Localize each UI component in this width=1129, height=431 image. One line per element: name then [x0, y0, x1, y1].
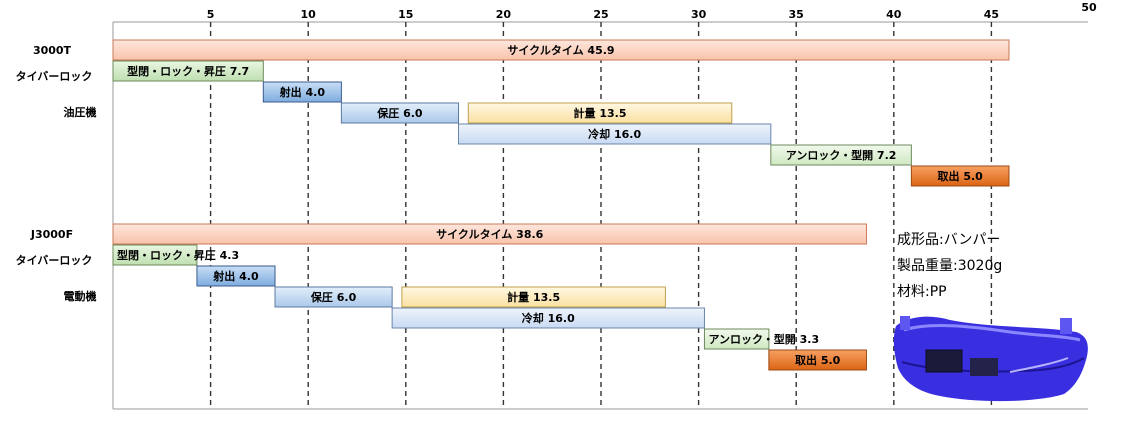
gantt-bar — [703, 328, 770, 350]
gantt-bar — [112, 244, 198, 266]
bar-label: サイクルタイム 38.6 — [436, 228, 544, 241]
bar-label: 型閉・ロック・昇圧 7.7 — [127, 64, 249, 78]
gantt-bar — [340, 102, 460, 124]
gantt-bar — [112, 39, 1010, 61]
product-weight: 製品重量:3020g — [897, 258, 1003, 274]
grid-layer: 5 10 15 20 25 30 35 40 45 50 — [112, 1, 1097, 410]
material: 材料:PP — [897, 284, 947, 300]
gantt-bar — [262, 81, 342, 103]
x-tick-label: 15 — [398, 8, 413, 21]
gantt-bar — [401, 286, 666, 308]
bar-label: 計量 13.5 — [574, 106, 627, 120]
gantt-bar — [112, 60, 264, 82]
machine-label: タイバーロック — [16, 70, 93, 83]
gantt-bar — [458, 123, 772, 145]
bar-label: 保圧 6.0 — [310, 290, 357, 304]
bar-label: 冷却 16.0 — [522, 311, 575, 325]
machine-label: 電動機 — [64, 289, 97, 303]
gantt-bar — [196, 265, 276, 287]
bar-label: 射出 4.0 — [212, 269, 259, 283]
gantt-bar — [274, 286, 393, 308]
bar-label: サイクルタイム 45.9 — [507, 44, 614, 57]
bar-label: 冷却 16.0 — [588, 127, 641, 141]
gantt-bar — [112, 223, 867, 245]
x-tick-label: 40 — [886, 8, 902, 21]
gantt-bar — [768, 349, 867, 371]
x-tick-label: 50 — [1081, 1, 1097, 14]
bar-label: 保圧 6.0 — [376, 106, 423, 120]
machine-label: 3000T — [33, 44, 72, 57]
x-tick-label: 10 — [301, 8, 317, 21]
x-tick-label: 30 — [691, 8, 707, 21]
gantt-bar — [391, 307, 705, 329]
x-tick-label: 25 — [593, 8, 608, 21]
x-tick-label: 5 — [207, 8, 215, 21]
gantt-bar — [467, 102, 733, 124]
product-name: 成形品:バンパー — [897, 232, 1001, 248]
car-bumper-icon — [893, 316, 1088, 402]
x-tick-label: 20 — [496, 8, 512, 21]
bar-label: アンロック・型開 7.2 — [786, 148, 897, 162]
bar-label: 計量 13.5 — [507, 290, 560, 304]
gantt-bar — [910, 165, 1010, 187]
machine-label: タイバーロック — [16, 254, 93, 267]
machine-label: J3000F — [30, 228, 73, 241]
x-tick-label: 35 — [789, 8, 804, 21]
bar-label: 型閉・ロック・昇圧 4.3 — [117, 248, 239, 262]
bars-layer: サイクルタイム 45.9 型閉・ロック・昇圧 7.7 射出 4.0 保圧 6.0 計量 … — [112, 39, 1010, 371]
gantt-bar — [770, 144, 912, 166]
bar-label: 取出 5.0 — [938, 169, 984, 183]
machine-label: 油圧機 — [64, 105, 97, 119]
bar-label: 射出 4.0 — [279, 85, 326, 99]
bar-label: 取出 5.0 — [795, 353, 841, 367]
x-tick-label: 45 — [984, 8, 999, 21]
bar-label: アンロック・型開 3.3 — [708, 332, 819, 346]
